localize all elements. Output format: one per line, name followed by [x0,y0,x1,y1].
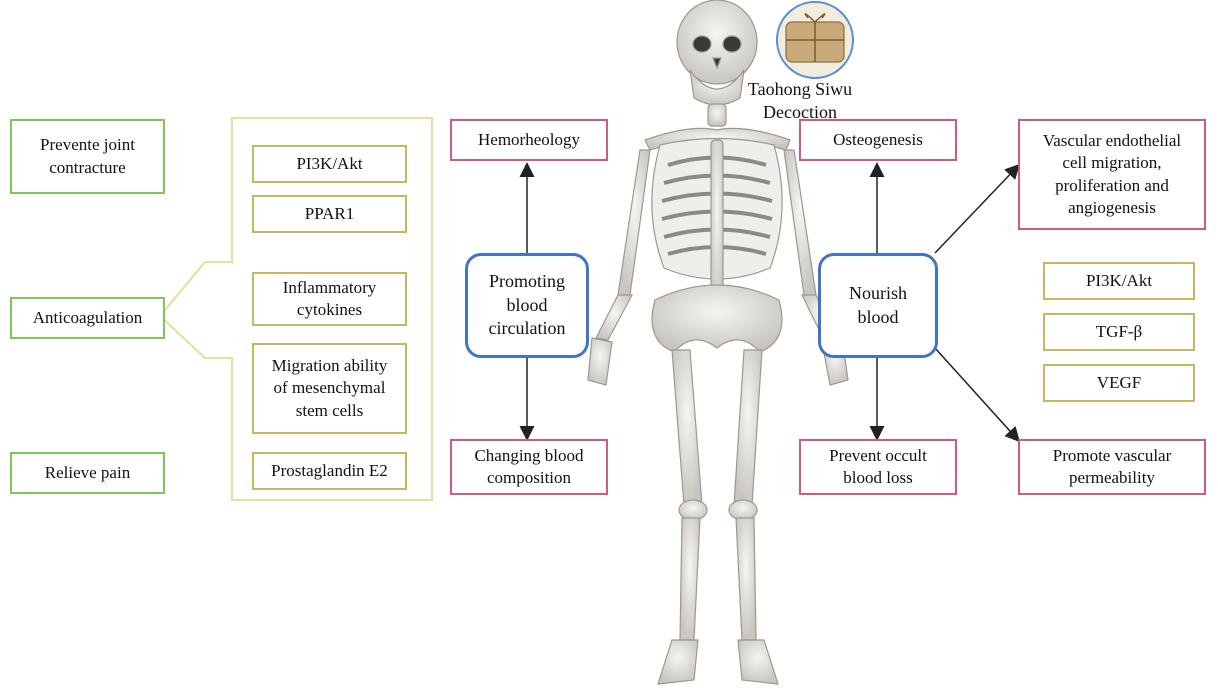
vascular-endothelial-box: Vascular endothelial cell migration, pro… [1018,119,1206,230]
ppar1-box: PPAR1 [252,195,407,233]
decoction-icon [777,2,853,78]
relieve-pain-box: Relieve pain [10,452,165,494]
prostaglandin-box: Prostaglandin E2 [252,452,407,490]
arrow-nourish-downright [935,348,1018,440]
decoction-label: Taohong Siwu Decoction [730,78,870,123]
anticoagulation-box: Anticoagulation [10,297,165,339]
prevent-contracture-box: Prevente joint contracture [10,119,165,194]
pi3k-akt-box-right: PI3K/Akt [1043,262,1195,300]
inflammatory-cytokines-box: Inflammatory cytokines [252,272,407,326]
changing-composition-box: Changing blood composition [450,439,608,495]
prevent-occult-loss-box: Prevent occult blood loss [799,439,957,495]
mesenchymal-migration-box: Migration ability of mesenchymal stem ce… [252,343,407,434]
vegf-box: VEGF [1043,364,1195,402]
hemorheology-box: Hemorheology [450,119,608,161]
tgf-beta-box: TGF-β [1043,313,1195,351]
pi3k-akt-box-left: PI3K/Akt [252,145,407,183]
arrow-nourish-upright [935,166,1018,253]
vascular-permeability-box: Promote vascular permeability [1018,439,1206,495]
promoting-circulation-node: Promoting blood circulation [465,253,589,358]
nourish-blood-node: Nourish blood [818,253,938,358]
osteogenesis-box: Osteogenesis [799,119,957,161]
